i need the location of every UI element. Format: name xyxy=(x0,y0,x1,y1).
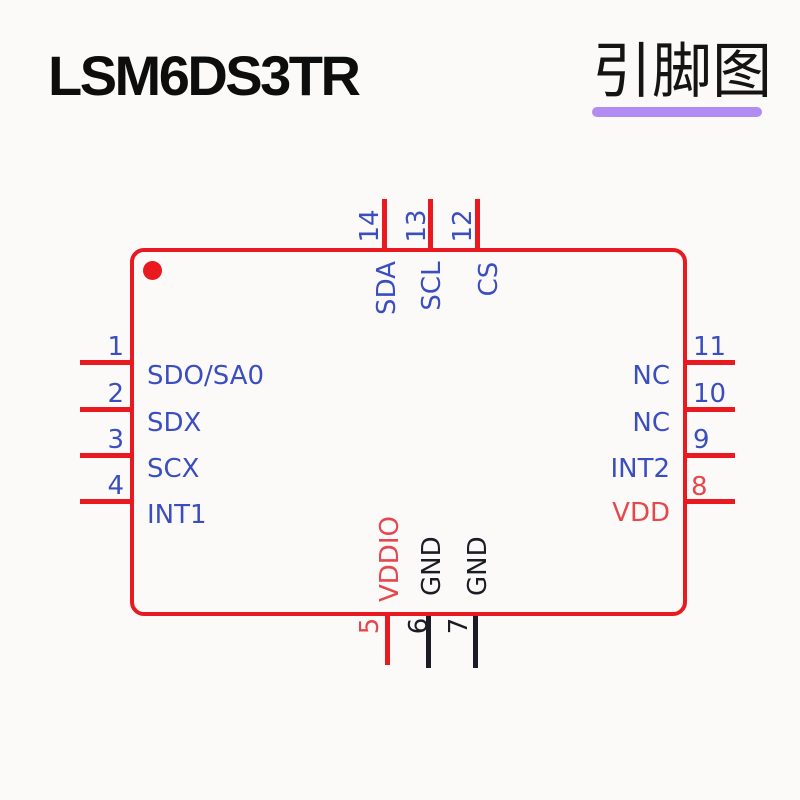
pin-4-number: 4 xyxy=(107,471,124,501)
pin-3-number: 3 xyxy=(107,425,124,455)
pin-11-label: NC xyxy=(632,361,670,391)
pin-7-number: 7 xyxy=(444,617,474,635)
pin-13-number: 13 xyxy=(402,209,432,243)
page-title: LSM6DS3TR xyxy=(48,44,361,107)
pin-14-label: SDA xyxy=(372,261,402,315)
pin-10-label: NC xyxy=(632,408,670,438)
pin-7-label: GND xyxy=(463,536,493,596)
pin-9-number: 9 xyxy=(693,425,710,455)
pin-11-number: 11 xyxy=(693,332,727,362)
pin-6-label: GND xyxy=(417,536,447,596)
pin-1-label: SDO/SA0 xyxy=(147,361,265,391)
pin-10-stub xyxy=(687,407,735,412)
pin-5-label: VDDIO xyxy=(375,516,405,602)
pin-8-label: VDD xyxy=(612,498,670,528)
pin-4-label: INT1 xyxy=(147,500,207,530)
pin-8-number: 8 xyxy=(691,472,708,502)
pin-9-stub xyxy=(687,453,735,458)
pin-2-stub xyxy=(80,407,130,412)
pin-9-label: INT2 xyxy=(610,454,670,484)
pin-1-stub xyxy=(80,360,130,365)
subtitle-chinese: 引脚图 xyxy=(592,39,772,105)
pin-1-number: 1 xyxy=(107,332,124,362)
pin1-marker-dot xyxy=(143,261,162,280)
pin-5-stub xyxy=(385,616,390,665)
pin-12-stub xyxy=(475,199,480,248)
pin-5-number: 5 xyxy=(355,617,385,635)
pin-8-stub xyxy=(687,499,735,504)
pin-13-stub xyxy=(428,199,433,248)
pin-12-label: CS xyxy=(474,261,504,297)
pin-12-number: 12 xyxy=(448,209,478,243)
pin-3-stub xyxy=(80,453,130,458)
chip-outline xyxy=(130,248,687,616)
pin-13-label: SCL xyxy=(417,261,447,311)
pin-6-stub xyxy=(426,616,431,668)
pin-2-label: SDX xyxy=(147,408,202,438)
pin-2-number: 2 xyxy=(107,379,124,409)
pin-7-stub xyxy=(473,616,478,668)
pin-4-stub xyxy=(80,499,130,504)
pin-6-number: 6 xyxy=(404,617,434,635)
pin-14-number: 14 xyxy=(355,209,385,243)
subtitle-underline xyxy=(592,107,762,117)
pin-11-stub xyxy=(687,360,735,365)
pin-10-number: 10 xyxy=(693,379,727,409)
pin-3-label: SCX xyxy=(147,454,200,484)
pin-14-stub xyxy=(382,199,387,248)
